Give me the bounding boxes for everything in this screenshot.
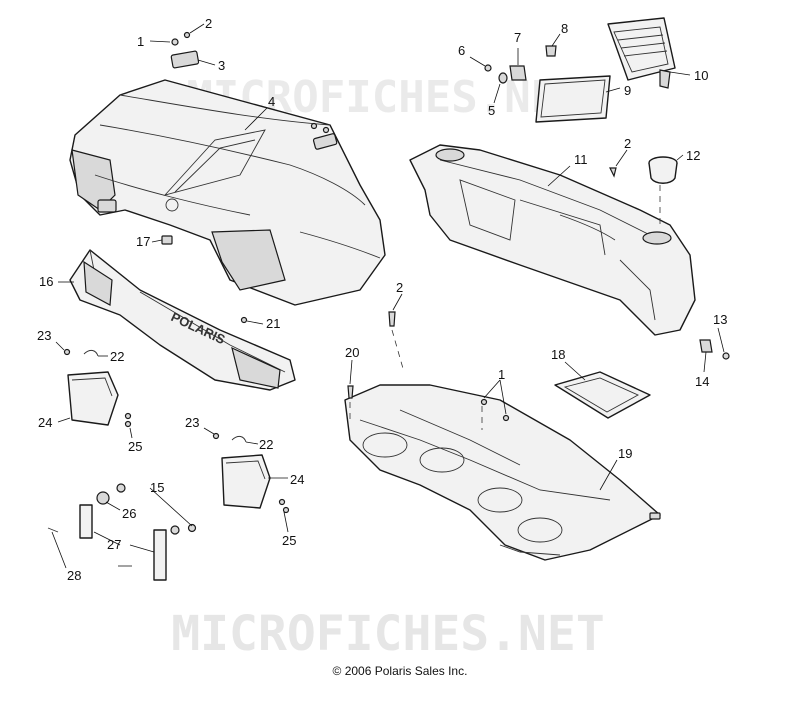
callout-14: 14 — [695, 374, 709, 389]
front-hood — [69, 79, 386, 306]
callout-19: 19 — [618, 446, 632, 461]
callout-2-dash: 2 — [624, 136, 631, 151]
callout-12: 12 — [686, 148, 700, 163]
headlight-adjusters — [47, 483, 197, 581]
callout-3: 3 — [218, 58, 225, 73]
storage-seal — [535, 75, 611, 123]
storage-lid — [607, 17, 676, 89]
headlight-right — [221, 454, 271, 509]
callout-2-floor: 2 — [396, 280, 403, 295]
callout-5: 5 — [488, 103, 495, 118]
callout-22-left: 22 — [110, 349, 124, 364]
callout-10: 10 — [694, 68, 708, 83]
callout-24-right: 24 — [290, 472, 304, 487]
callout-23-left: 23 — [37, 328, 51, 343]
callout-17: 17 — [136, 234, 150, 249]
callout-27: 27 — [107, 537, 121, 552]
callout-2: 2 — [205, 16, 212, 31]
callout-1: 1 — [137, 34, 144, 49]
callout-7: 7 — [514, 30, 521, 45]
floor-pan — [344, 384, 661, 561]
copyright-notice: © 2006 Polaris Sales Inc. — [332, 664, 468, 678]
callout-24-left: 24 — [38, 415, 52, 430]
callout-15: 15 — [150, 480, 164, 495]
rear-dash — [409, 144, 696, 336]
callout-25-left: 25 — [128, 439, 142, 454]
callout-1-floor: 1 — [498, 367, 505, 382]
callout-23-right: 23 — [185, 415, 199, 430]
hood-latch — [170, 50, 200, 69]
leader-lines — [51, 23, 725, 569]
callout-26: 26 — [122, 506, 136, 521]
callout-20: 20 — [345, 345, 359, 360]
callout-8: 8 — [561, 21, 568, 36]
callout-11: 11 — [574, 152, 588, 167]
callout-25-right: 25 — [282, 533, 296, 548]
callout-28: 28 — [67, 568, 81, 583]
callout-22-right: 22 — [259, 437, 273, 452]
callout-4: 4 — [268, 94, 275, 109]
hood-latch-right — [312, 133, 338, 150]
callout-9: 9 — [624, 83, 631, 98]
callout-18: 18 — [551, 347, 565, 362]
callout-21: 21 — [266, 316, 280, 331]
callout-16: 16 — [39, 274, 53, 289]
watermark-bottom: MICROFICHES.NET — [171, 606, 604, 662]
callout-labels: 1 2 3 4 5 6 7 8 9 10 11 2 12 17 16 21 23… — [37, 16, 727, 583]
callout-13: 13 — [713, 312, 727, 327]
callout-6: 6 — [458, 43, 465, 58]
headlight-left — [67, 371, 119, 426]
